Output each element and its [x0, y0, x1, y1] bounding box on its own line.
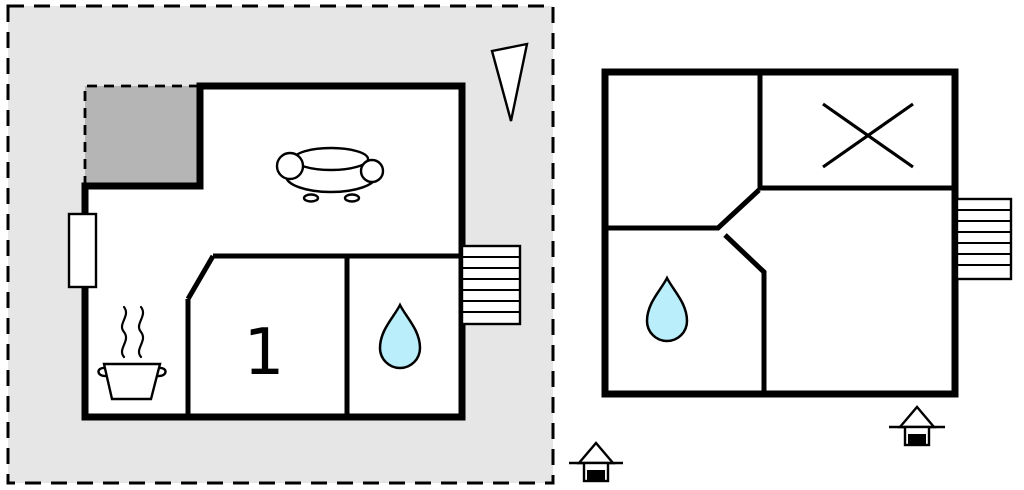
pot-body [102, 362, 162, 401]
sofa-icon [275, 146, 385, 203]
room-number: 1 [244, 316, 285, 390]
stair-treads [957, 209, 1011, 266]
sofa-armrest [275, 151, 305, 181]
terrace-open-edge [83, 84, 200, 186]
water-drop-icon [645, 275, 689, 343]
stairs-icon [955, 197, 1013, 281]
sofa-foot [343, 193, 361, 203]
water-drop-icon [378, 302, 422, 370]
sofa-foot [302, 193, 320, 203]
stairs-icon [460, 244, 522, 326]
upper-floor-plan [601, 68, 1013, 398]
sofa-back [292, 146, 370, 172]
stair-treads [462, 256, 520, 313]
north-arrow-icon [490, 42, 529, 122]
cooking-pot-icon [97, 305, 167, 401]
interior-walls [185, 253, 462, 417]
entrance-icon [569, 441, 623, 483]
exterior-walls [601, 68, 959, 398]
ground-floor-plan: 1 [6, 4, 555, 485]
steam-icon [137, 305, 145, 359]
terrace-area [85, 86, 200, 186]
steam-icon [120, 305, 128, 359]
entrance-door [587, 470, 605, 481]
entrance-roof [576, 441, 616, 465]
pot-handle [97, 366, 108, 378]
pot-handle [156, 366, 167, 378]
entrance-door [908, 434, 926, 445]
cross-mark-icon [822, 102, 914, 169]
entrance-icon [889, 405, 945, 447]
window [67, 212, 98, 289]
sofa-armrest [359, 158, 385, 184]
entrance-roof [897, 405, 937, 429]
interior-walls [605, 72, 955, 394]
entrance-markers [569, 405, 945, 483]
